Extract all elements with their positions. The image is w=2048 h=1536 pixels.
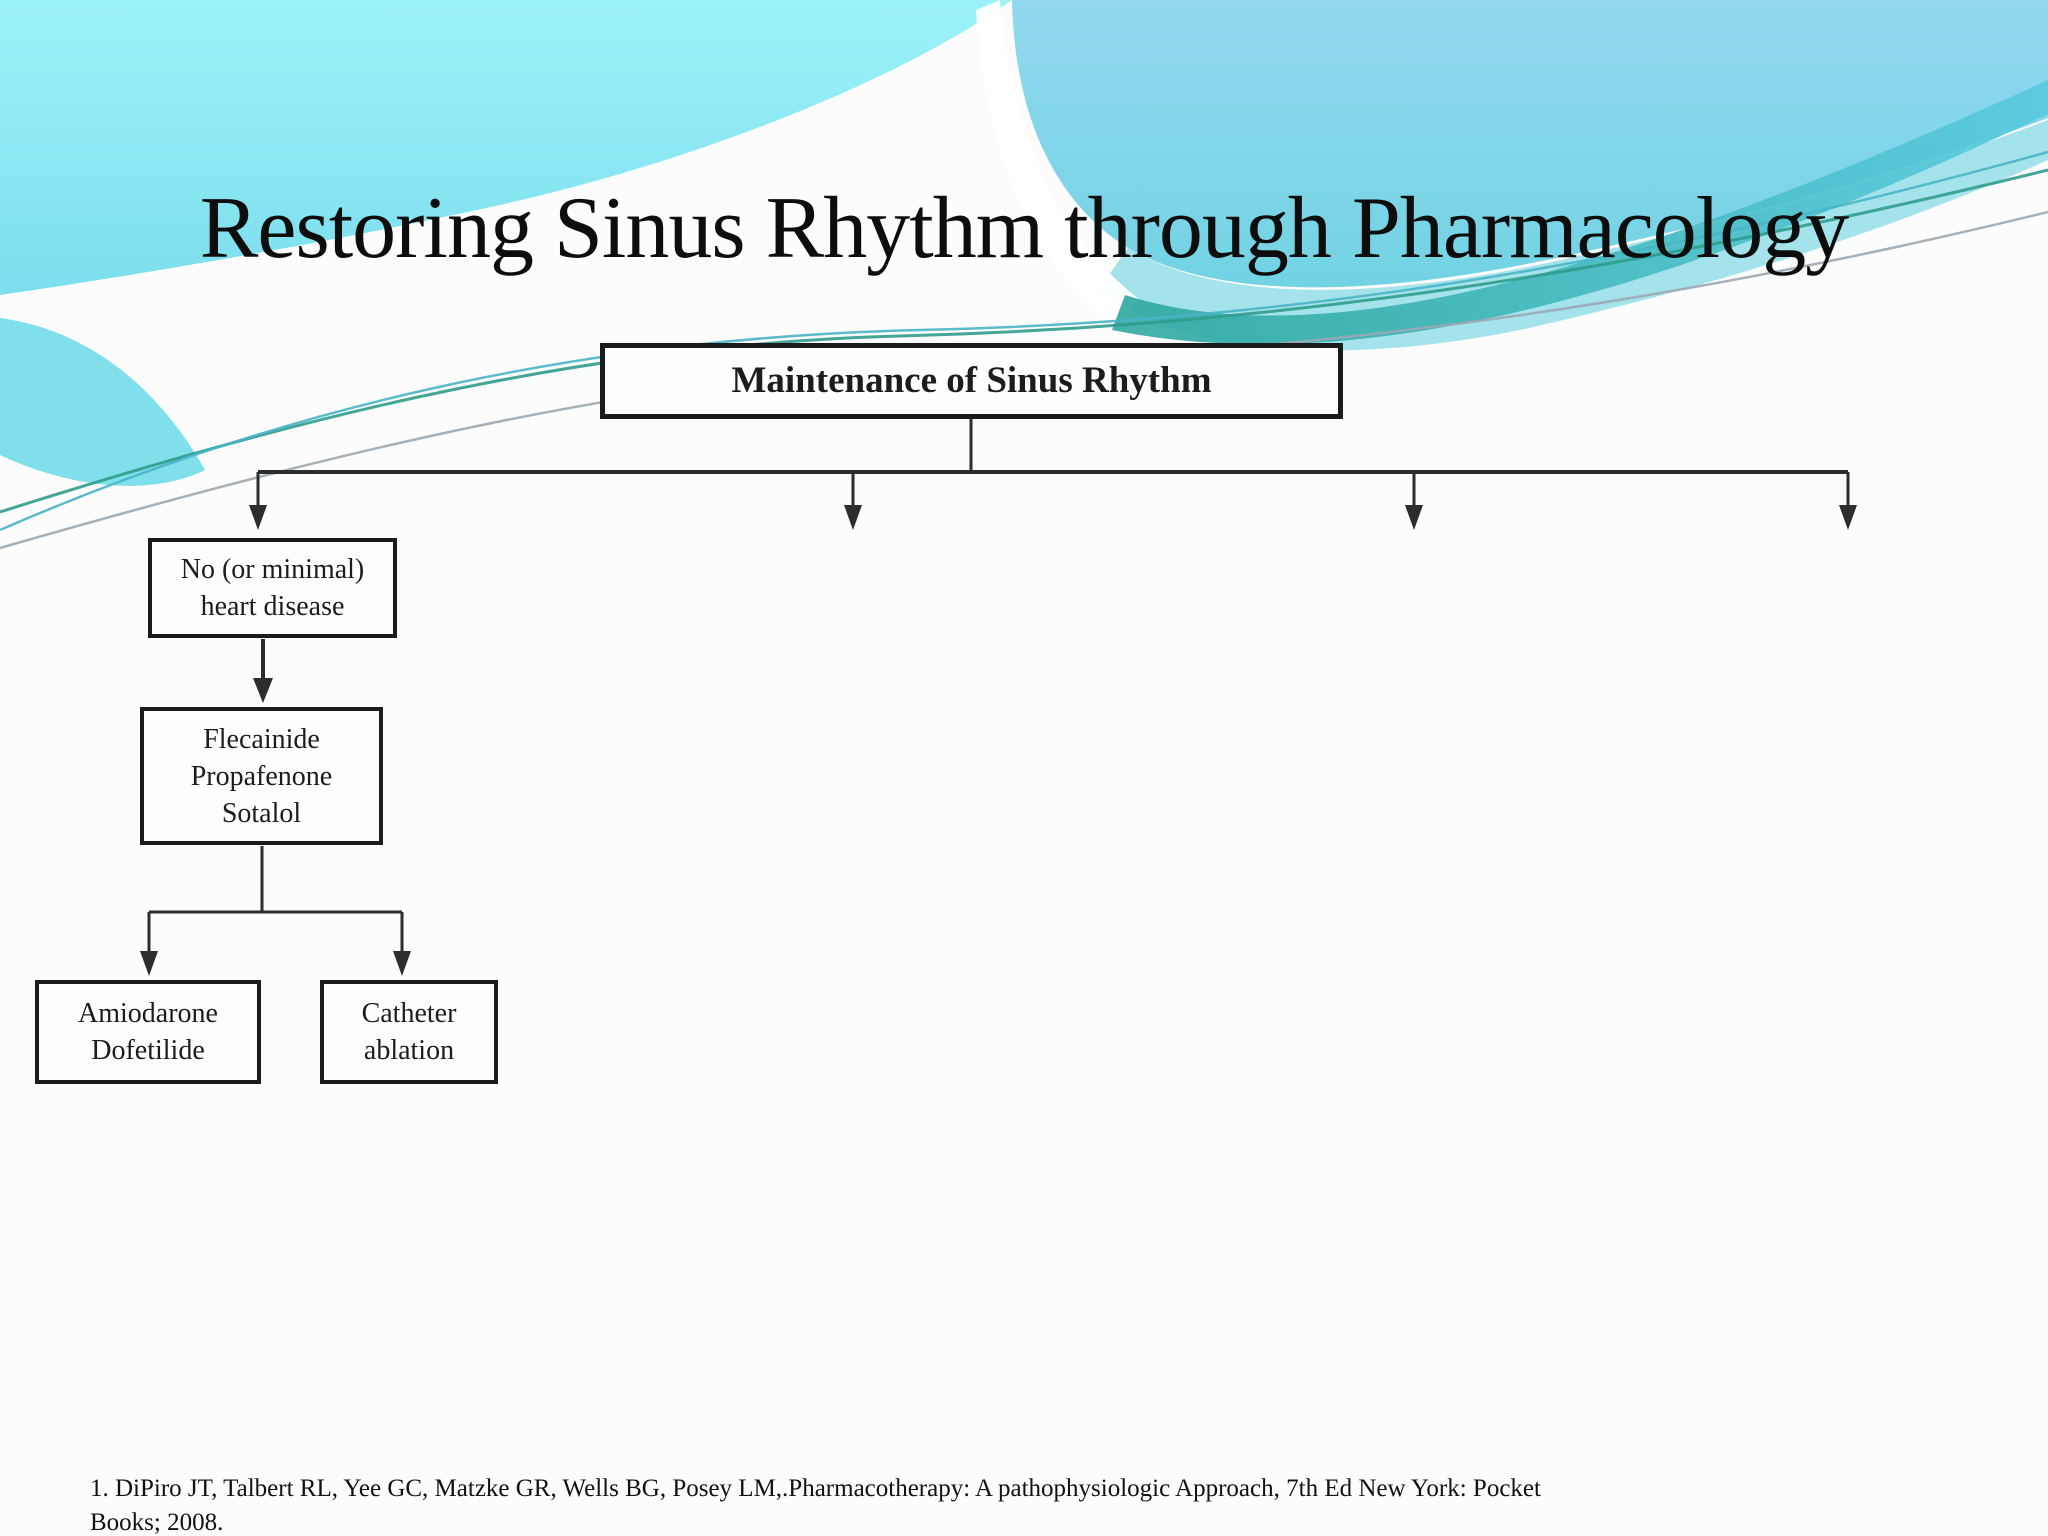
citation: 1. DiPiro JT, Talbert RL, Yee GC, Matzke… — [90, 1472, 1650, 1536]
node-flecainide-propafenone-sotalol: Flecainide Propafenone Sotalol — [140, 707, 383, 845]
node-maintenance-of-sinus-rhythm: Maintenance of Sinus Rhythm — [600, 343, 1343, 419]
node-catheter-ablation: Catheter ablation — [320, 980, 498, 1084]
wave-left-sliver — [0, 318, 205, 486]
citation-line-2: Books; 2008. — [90, 1509, 224, 1536]
wave-left-shape — [0, 0, 1012, 295]
node-line: Catheter — [361, 998, 457, 1029]
node-line: Sotalol — [221, 797, 302, 829]
connector-drugs-split — [140, 846, 411, 976]
node-line: No (or minimal) — [180, 554, 365, 585]
node-line: heart disease — [200, 591, 345, 622]
node-no-heart-disease: No (or minimal) heart disease — [148, 538, 397, 638]
node-line: Dofetilide — [91, 1035, 205, 1066]
page-title: Restoring Sinus Rhythm through Pharmacol… — [199, 180, 1850, 277]
wave-right-underlayer — [1098, 120, 2048, 351]
node-line: Amiodarone — [78, 998, 218, 1029]
arrow-nohd-to-drugs — [253, 639, 273, 703]
wave-white-slash — [976, 0, 1140, 322]
node-line: Propafenone — [190, 760, 333, 792]
node-amiodarone-dofetilide: Amiodarone Dofetilide — [35, 980, 261, 1084]
wave-thin-line-green — [0, 168, 2048, 514]
node-line: Flecainide — [203, 723, 320, 755]
node-line: ablation — [363, 1035, 455, 1066]
node-label: Maintenance of Sinus Rhythm — [731, 360, 1212, 401]
wave-right-shape — [1012, 0, 2048, 288]
citation-line-1: 1. DiPiro JT, Talbert RL, Yee GC, Matzke… — [90, 1475, 1541, 1502]
wave-thin-line-blue — [0, 150, 2048, 532]
header-wave-decoration — [0, 0, 2048, 550]
